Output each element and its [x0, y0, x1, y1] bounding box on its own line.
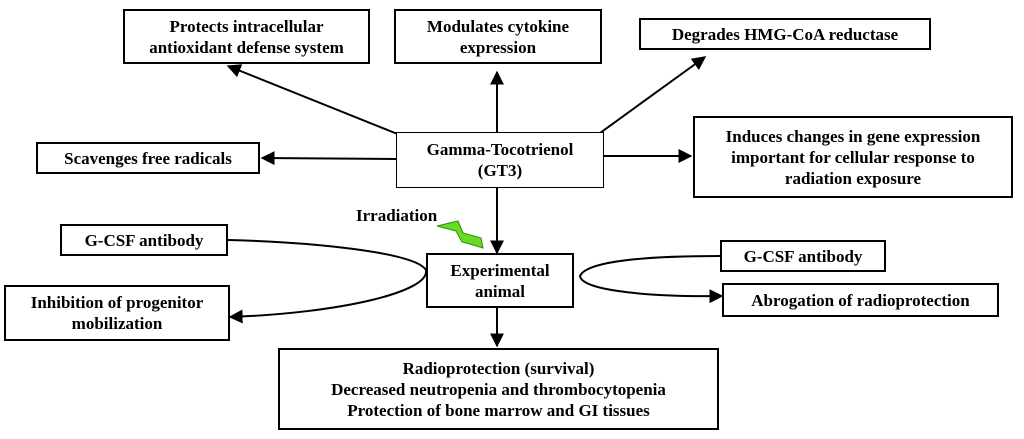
cytokine-line1: Modulates cytokine — [426, 16, 570, 36]
right-antibody-box: G-CSF antibody — [720, 240, 886, 272]
gt3-line1: Gamma-Tocotrienol — [426, 140, 574, 159]
gt3-line2: (GT3) — [477, 161, 523, 180]
curve-left-antibody — [227, 239, 428, 324]
outcome-line1: Radioprotection (survival) — [402, 358, 595, 378]
inhibition-line1: Inhibition of progenitor — [30, 293, 204, 312]
gene-line3: radiation exposure — [784, 168, 922, 188]
animal-line1: Experimental — [450, 260, 550, 280]
abrogation-box: Abrogation of radioprotection — [722, 283, 999, 317]
abrogation-label: Abrogation of radioprotection — [751, 290, 970, 310]
left-antibody-label: G-CSF antibody — [84, 230, 204, 250]
gene-line2: important for cellular response to — [731, 147, 975, 167]
scavenges-line1: Scavenges free radicals — [64, 148, 232, 168]
outcome-line3: Protection of bone marrow and GI tissues — [347, 400, 650, 420]
gene-line1: Induces changes in gene expression — [725, 126, 981, 146]
gene-expression-box: Induces changes in gene expression impor… — [693, 116, 1013, 198]
inhibition-box: Inhibition of progenitor mobilization — [4, 285, 230, 341]
hmg-line1: Degrades HMG-CoA reductase — [671, 24, 899, 44]
arrow-to-scavenges — [260, 151, 397, 166]
outcome-box: Radioprotection (survival) Decreased neu… — [278, 348, 719, 430]
gt3-box: Gamma-Tocotrienol (GT3) — [396, 132, 604, 188]
left-antibody-box: G-CSF antibody — [60, 224, 228, 256]
animal-line2: animal — [474, 281, 526, 301]
outcome-line2: Decreased neutropenia and thrombocytopen… — [331, 379, 666, 399]
hmg-box: Degrades HMG-CoA reductase — [639, 18, 931, 50]
arrow-to-antioxidant — [226, 64, 401, 136]
cytokine-box: Modulates cytokine expression — [394, 9, 602, 64]
experimental-animal-box: Experimental animal — [426, 253, 574, 308]
arrow-to-hmg — [599, 56, 707, 134]
right-antibody-label: G-CSF antibody — [743, 246, 863, 266]
curve-right-antibody — [578, 255, 724, 304]
inhibition-line2: mobilization — [71, 314, 163, 333]
scavenges-box: Scavenges free radicals — [36, 142, 260, 174]
antioxidant-line2: antioxidant defense system — [149, 37, 344, 57]
irradiation-label: Irradiation — [356, 206, 438, 225]
antioxidant-box: Protects intracellular antioxidant defen… — [123, 9, 370, 64]
cytokine-line2: expression — [459, 37, 537, 57]
lightning-bolt-icon — [436, 220, 484, 249]
antioxidant-line1: Protects intracellular — [169, 16, 324, 36]
